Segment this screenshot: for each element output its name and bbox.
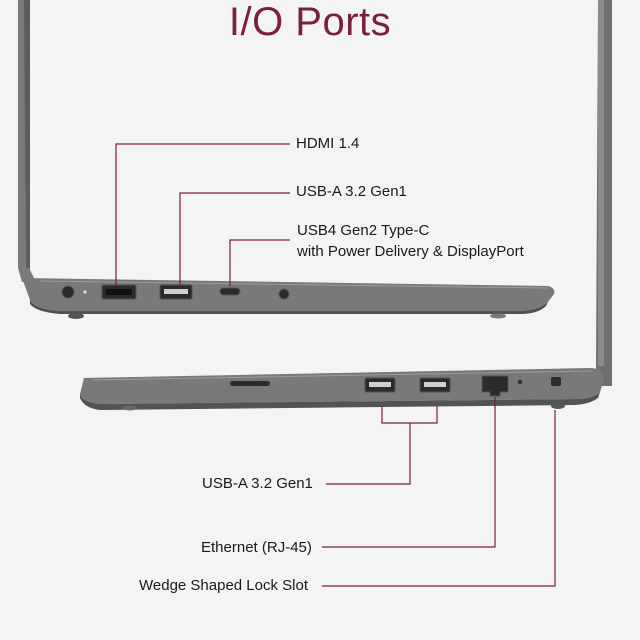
usb-a-left-callout-line [179,192,290,285]
power-port-icon [61,285,75,299]
lock-callout-line [322,410,556,587]
hdmi-label: HDMI 1.4 [296,135,360,152]
usb-a-right-label: USB-A 3.2 Gen1 [202,475,313,492]
hdmi-callout-line [115,143,290,285]
right-laptop-base [80,368,604,404]
usb-c-callout-line [229,239,290,286]
lock-slot-label: Wedge Shaped Lock Slot [139,577,309,594]
led-indicator-right-icon [517,379,523,385]
usb-c-port-icon [219,287,241,296]
ethernet-port-icon [481,375,509,397]
usb4-label-line1: USB4 Gen2 Type-C [297,222,430,239]
sd-card-slot-icon [230,381,270,386]
usb-a-right-callout-line [381,406,438,424]
usb4-label: USB4 Gen2 Type-C with Power Delivery & D… [297,220,524,262]
ethernet-label: Ethernet (RJ-45) [201,539,312,556]
lock-slot-icon [551,377,561,386]
usb4-label-line2: with Power Delivery & DisplayPort [297,243,524,260]
usb-a-left-label: USB-A 3.2 Gen1 [296,183,407,200]
ethernet-callout-line [322,397,496,548]
audio-jack-icon [278,288,290,300]
led-indicator-icon [83,290,87,294]
page-title: I/O Ports [228,0,392,44]
